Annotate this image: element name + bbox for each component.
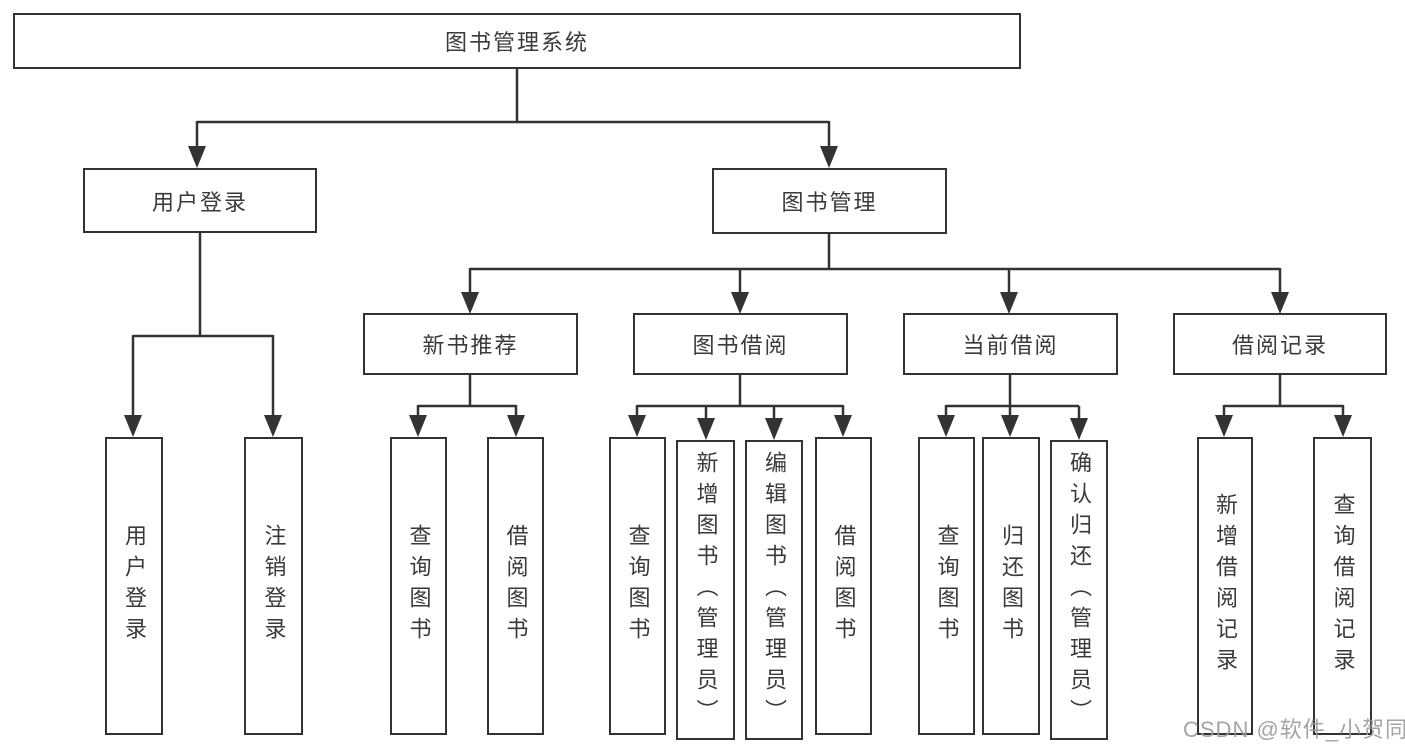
- node-leaf-logout: 注销登录: [244, 437, 303, 735]
- node-leaf-return-books: 归还图书: [982, 437, 1040, 735]
- node-root-library-system: 图书管理系统: [13, 13, 1021, 69]
- node-current-borrowing: 当前借阅: [903, 313, 1118, 375]
- connector-new-book-children: [409, 375, 525, 437]
- csdn-watermark: CSDN @软件_小贺同学: [1183, 717, 1405, 742]
- connector-book-borrow-children: [628, 375, 852, 440]
- node-user-login: 用户登录: [83, 168, 317, 233]
- connector-current-borrow-children: [937, 375, 1088, 440]
- node-leaf-add-borrow-record: 新增借阅记录: [1197, 437, 1253, 735]
- connector-borrow-records-children: [1215, 375, 1352, 437]
- node-leaf-borrow-books-recommend: 借阅图书: [487, 437, 544, 735]
- connector-root-to-level2: [188, 69, 838, 168]
- node-leaf-query-books-recommend: 查询图书: [390, 437, 447, 735]
- node-leaf-borrow-books: 借阅图书: [815, 437, 872, 735]
- node-leaf-confirm-return-admin: 确认归还（管理员）: [1050, 440, 1108, 740]
- node-leaf-user-login: 用户登录: [105, 437, 163, 735]
- node-leaf-query-books-current: 查询图书: [918, 437, 975, 735]
- node-leaf-query-borrow-record: 查询借阅记录: [1313, 437, 1372, 735]
- connector-book-mgmt-children: [461, 234, 1289, 314]
- node-book-management: 图书管理: [712, 168, 947, 234]
- node-borrowing-records: 借阅记录: [1173, 313, 1387, 375]
- node-leaf-query-books-borrow: 查询图书: [609, 437, 666, 735]
- connector-user-login-children: [124, 233, 282, 437]
- node-book-borrowing: 图书借阅: [633, 313, 848, 375]
- node-leaf-edit-books-admin: 编辑图书（管理员）: [745, 440, 803, 740]
- node-leaf-add-books-admin: 新增图书（管理员）: [676, 440, 735, 740]
- node-new-book-recommend: 新书推荐: [363, 313, 578, 375]
